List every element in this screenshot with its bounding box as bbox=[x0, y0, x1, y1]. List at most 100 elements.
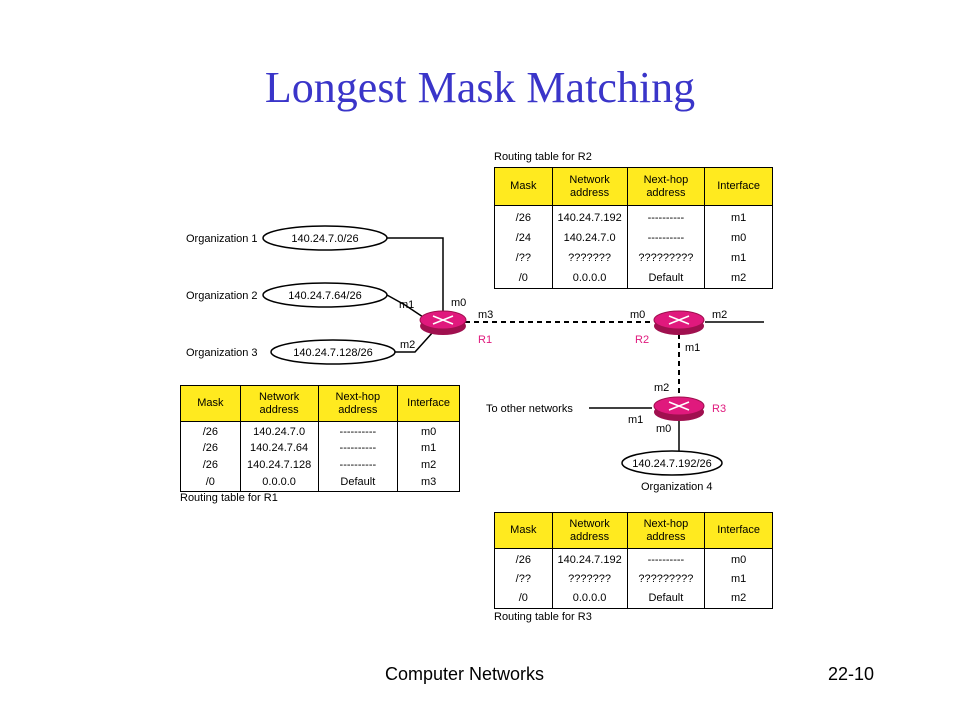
table-cell: Default bbox=[626, 268, 706, 289]
org4-network-address: 140.24.7.192/26 bbox=[632, 458, 712, 470]
r3-port-m1: m1 bbox=[628, 414, 643, 426]
table-row: /??????????????????m1 bbox=[494, 248, 773, 268]
table-cell: m2 bbox=[704, 589, 773, 609]
table-cell: 140.24.7.0 bbox=[239, 421, 319, 440]
table-cell: ---------- bbox=[317, 440, 399, 457]
network-address-header: Network address bbox=[551, 167, 628, 206]
org2-label: Organization 2 bbox=[186, 290, 258, 302]
router-r3-label: R3 bbox=[712, 403, 726, 415]
r1-port-m0: m0 bbox=[451, 297, 466, 309]
table-cell: ????????? bbox=[626, 248, 706, 268]
table-cell: Default bbox=[317, 474, 399, 492]
r1-port-m2: m2 bbox=[400, 339, 415, 351]
mask-header: Mask bbox=[494, 512, 553, 549]
mask-header: Mask bbox=[180, 385, 241, 422]
table-cell: m1 bbox=[397, 440, 460, 457]
next-hop-header: Next-hop address bbox=[317, 385, 399, 422]
r2-port-m0: m0 bbox=[630, 309, 645, 321]
r1-port-m1: m1 bbox=[399, 299, 414, 311]
network-address-header: Network address bbox=[239, 385, 319, 422]
r2-table-caption: Routing table for R2 bbox=[494, 151, 592, 163]
org3-label: Organization 3 bbox=[186, 347, 258, 359]
table-cell: 140.24.7.192 bbox=[551, 548, 628, 570]
r2-port-m2: m2 bbox=[712, 309, 727, 321]
org2-link bbox=[386, 294, 424, 318]
router-r1-icon bbox=[419, 310, 467, 335]
table-cell: m2 bbox=[704, 268, 773, 289]
table-cell: 140.24.7.64 bbox=[239, 440, 319, 457]
table-cell: m0 bbox=[704, 548, 773, 570]
table-cell: 140.24.7.128 bbox=[239, 457, 319, 474]
table-cell: /26 bbox=[494, 205, 553, 228]
table-cell: m1 bbox=[704, 205, 773, 228]
org3-link bbox=[395, 331, 434, 353]
r2-routing-table: Mask Network address Next-hop address In… bbox=[494, 167, 773, 289]
r2-port-m1: m1 bbox=[685, 342, 700, 354]
mask-header: Mask bbox=[494, 167, 553, 206]
footer-slide-number: 22-10 bbox=[828, 664, 875, 684]
table-cell: 0.0.0.0 bbox=[239, 474, 319, 492]
org3-network-address: 140.24.7.128/26 bbox=[293, 347, 373, 359]
table-cell: m0 bbox=[704, 228, 773, 248]
table-cell: ????????? bbox=[626, 570, 706, 589]
table-cell: ??????? bbox=[551, 570, 628, 589]
r1-port-m3: m3 bbox=[478, 309, 493, 321]
table-cell: 0.0.0.0 bbox=[551, 589, 628, 609]
table-cell: 0.0.0.0 bbox=[551, 268, 628, 289]
org4-label: Organization 4 bbox=[641, 481, 713, 493]
org1-link bbox=[387, 237, 444, 312]
r1-routing-table: Mask Network address Next-hop address In… bbox=[180, 385, 460, 492]
other-networks-label: To other networks bbox=[486, 403, 573, 415]
table-cell: /26 bbox=[180, 457, 241, 474]
table-cell: /26 bbox=[180, 421, 241, 440]
table-cell: ---------- bbox=[626, 548, 706, 570]
router-r3-icon bbox=[653, 396, 705, 421]
table-cell: ---------- bbox=[626, 205, 706, 228]
org1-network-address: 140.24.7.0/26 bbox=[291, 233, 358, 245]
org4-network-ellipse bbox=[621, 450, 723, 476]
router-r2-label: R2 bbox=[635, 334, 649, 346]
table-cell: ---------- bbox=[626, 228, 706, 248]
r3-port-m0: m0 bbox=[656, 423, 671, 435]
org2-network-address: 140.24.7.64/26 bbox=[288, 290, 361, 302]
table-cell: ??????? bbox=[551, 248, 628, 268]
table-cell: 140.24.7.0 bbox=[551, 228, 628, 248]
r3-table-caption: Routing table for R3 bbox=[494, 611, 592, 623]
network-address-header: Network address bbox=[551, 512, 628, 549]
r3-port-m2: m2 bbox=[654, 382, 669, 394]
table-cell: Default bbox=[626, 589, 706, 609]
interface-header: Interface bbox=[704, 512, 773, 549]
table-cell: /26 bbox=[494, 548, 553, 570]
org1-label: Organization 1 bbox=[186, 233, 258, 245]
table-cell: /26 bbox=[180, 440, 241, 457]
r3-routing-table: Mask Network address Next-hop address In… bbox=[494, 512, 773, 609]
r1-table-caption: Routing table for R1 bbox=[180, 492, 278, 504]
interface-header: Interface bbox=[397, 385, 460, 422]
table-cell: m1 bbox=[704, 570, 773, 589]
router-r2-icon bbox=[653, 310, 705, 335]
table-cell: m0 bbox=[397, 421, 460, 440]
table-cell: m3 bbox=[397, 474, 460, 492]
footer-course-name: Computer Networks bbox=[385, 664, 545, 684]
router-r1-label: R1 bbox=[478, 334, 492, 346]
table-cell: 140.24.7.192 bbox=[551, 205, 628, 228]
next-hop-header: Next-hop address bbox=[626, 512, 706, 549]
table-cell: ---------- bbox=[317, 421, 399, 440]
table-cell: m2 bbox=[397, 457, 460, 474]
slide-title: Longest Mask Matching bbox=[264, 63, 696, 112]
table-row: /??????????????????m1 bbox=[494, 570, 773, 589]
next-hop-header: Next-hop address bbox=[626, 167, 706, 206]
interface-header: Interface bbox=[704, 167, 773, 206]
table-cell: /?? bbox=[494, 248, 553, 268]
table-cell: m1 bbox=[704, 248, 773, 268]
